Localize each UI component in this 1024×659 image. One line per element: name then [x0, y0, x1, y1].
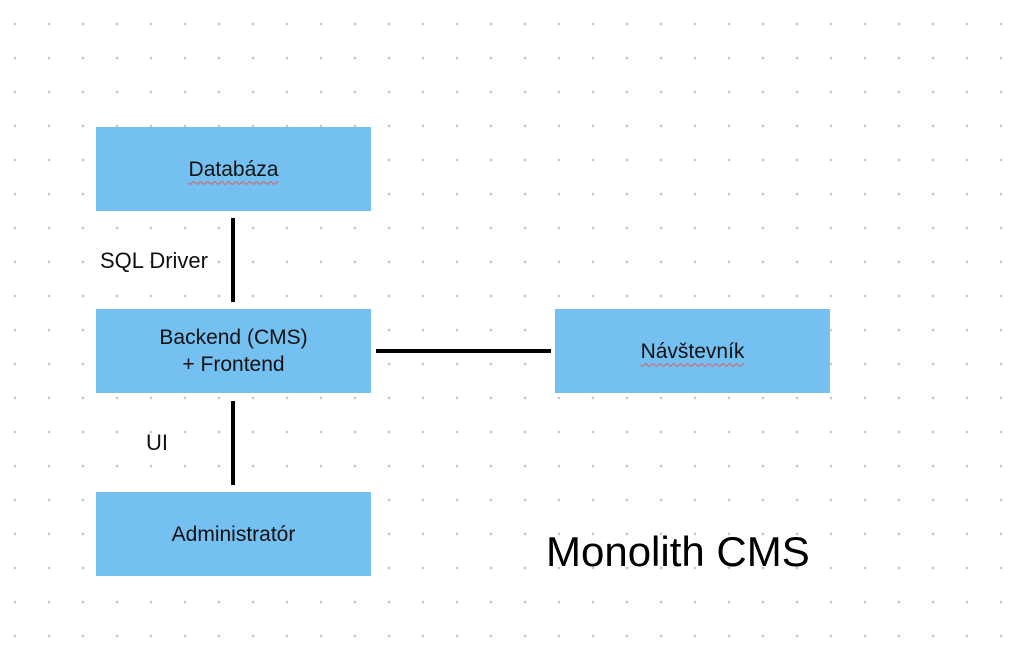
backend-node-label-line1: Backend (CMS) [159, 326, 308, 349]
backend-visitor-connector [376, 349, 551, 353]
administrator-node-label: Administratór [171, 522, 296, 546]
diagram-title: Monolith CMS [546, 528, 810, 575]
backend-node[interactable]: Backend (CMS) + Frontend [96, 309, 371, 393]
backend-admin-connector [231, 401, 235, 485]
ui-label: UI [146, 430, 168, 455]
backend-node-label-line2: + Frontend [182, 353, 285, 376]
administrator-node[interactable]: Administratór [96, 492, 371, 576]
visitor-node[interactable]: Návštevník [555, 309, 830, 393]
database-node[interactable]: Databáza [96, 127, 371, 211]
backend-node-label: Backend (CMS) + Frontend [159, 324, 307, 378]
database-node-label: Databáza [188, 157, 279, 181]
database-backend-connector [231, 218, 235, 302]
sql-driver-label: SQL Driver [100, 248, 208, 273]
visitor-node-label: Návštevník [640, 339, 745, 363]
